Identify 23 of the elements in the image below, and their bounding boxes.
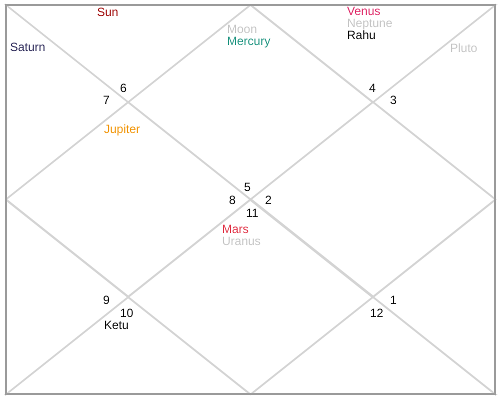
sign-number: 4 bbox=[369, 82, 376, 94]
house-triangle bbox=[372, 200, 495, 394]
sign-number: 2 bbox=[265, 194, 272, 206]
planet-label: Saturn bbox=[10, 41, 46, 53]
house-triangle bbox=[250, 296, 495, 394]
sign-number: 11 bbox=[246, 207, 258, 219]
sign-number: 3 bbox=[390, 94, 397, 106]
planet-label: Sun bbox=[97, 6, 118, 18]
planet-label: Jupiter bbox=[104, 123, 140, 135]
sign-number: 7 bbox=[103, 94, 110, 106]
sign-number: 12 bbox=[370, 307, 384, 319]
planet-label: Mars bbox=[222, 223, 249, 235]
planet-label: Venus bbox=[347, 5, 380, 17]
sign-number: 5 bbox=[244, 181, 251, 193]
sign-number: 1 bbox=[390, 294, 397, 306]
house-triangle bbox=[6, 296, 250, 394]
sign-number: 10 bbox=[120, 307, 134, 319]
sign-number: 6 bbox=[120, 82, 127, 94]
sign-number: 9 bbox=[103, 294, 110, 306]
sign-number: 8 bbox=[229, 194, 236, 206]
planet-label: Rahu bbox=[347, 29, 376, 41]
planet-label: Mercury bbox=[227, 35, 270, 47]
planet-label: Ketu bbox=[104, 319, 129, 331]
